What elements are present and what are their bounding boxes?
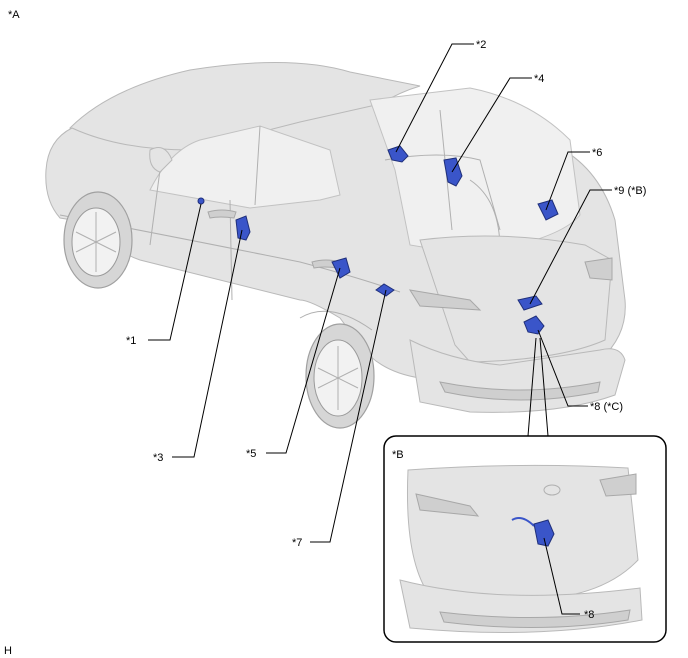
leader-2 [395,43,474,153]
tail-lamp-left [408,289,482,311]
inset-detail-view [383,435,667,643]
component-2 [387,145,409,163]
inset-tail-lamp [415,493,480,517]
leader-4 [451,77,532,173]
callout-3: *3 [153,452,163,464]
inset-tailgate [407,464,639,601]
labels: *A H *1 *2 *3 *4 *5 *6 *7 *8 (*C) *9 (*B… [4,9,646,657]
component-4 [443,157,463,187]
inset-tail-lamp-right [599,473,637,497]
leader-5 [266,267,341,454]
callout-7: *7 [292,537,302,549]
leader-1 [148,203,202,341]
leader-7 [310,289,387,543]
component-6 [537,199,559,221]
inset-label: *B [392,449,404,461]
inset-leader-8 [543,537,580,615]
callout-4: *4 [534,73,544,85]
bumper-diffuser [439,381,601,401]
leader-9 [529,189,612,305]
front-door-handle [207,209,237,219]
component-1 [197,197,205,205]
callout-2: *2 [476,39,486,51]
component-3 [235,215,251,241]
callout-8: *8 (*C) [590,401,623,413]
tailgate [419,235,613,363]
inset-callout-8: *8 [584,609,594,621]
component-7 [375,283,395,297]
vehicle-illustration [45,61,626,429]
inset-diffuser [439,609,631,629]
callout-1: *1 [126,335,136,347]
front-door-seam [149,169,161,246]
inset-component-8 [533,519,555,547]
component-8 [523,315,545,335]
tail-lamp-right [584,257,613,281]
callout-6: *6 [592,147,602,159]
leader-lines [148,43,612,543]
corner-label: H [4,645,12,657]
window-pillar [254,125,261,206]
inset-wire-harness [511,517,535,527]
leader-8 [537,329,588,407]
component-5 [331,257,351,279]
detail-pointer-right [539,337,549,437]
front-rim-spokes [75,212,117,272]
leader-3 [172,229,243,458]
callout-5: *5 [246,448,256,460]
highlighted-components [197,145,559,335]
inset-emblem [543,484,561,496]
side-window [149,125,341,209]
view-label: *A [8,9,20,21]
rear-wheel-arch [299,310,373,331]
callout-9: *9 (*B) [614,185,646,197]
side-mirror [149,147,173,173]
rear-rim-spokes [317,346,359,410]
detail-pointer-left [527,337,537,437]
leader-6 [545,151,590,211]
